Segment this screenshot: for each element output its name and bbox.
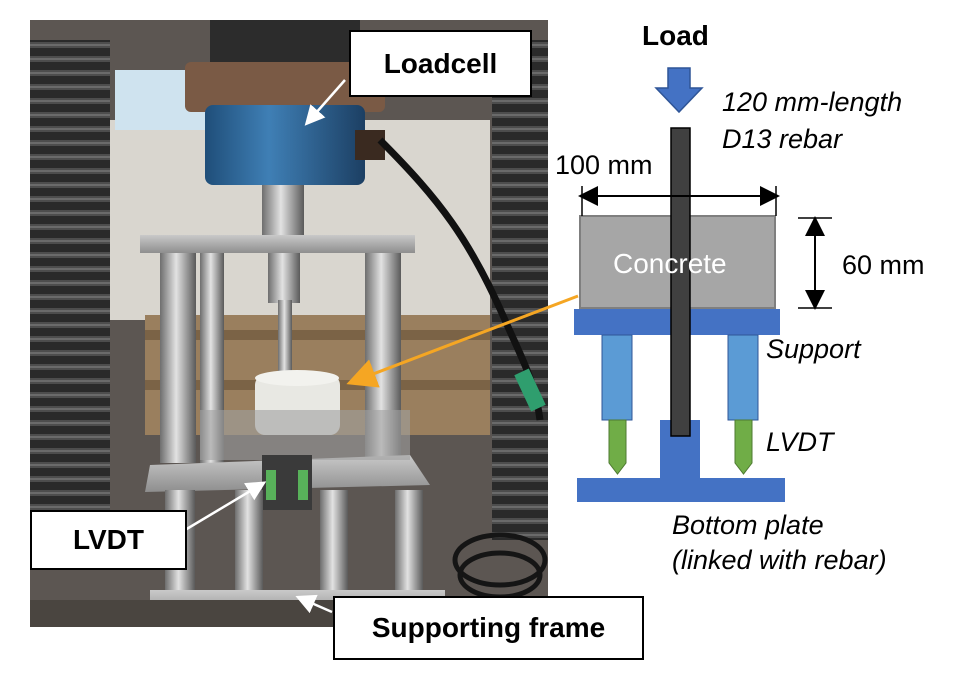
rebar-label-line2: D13 rebar <box>722 124 843 154</box>
lvdt-right <box>734 419 753 475</box>
photo-spring-right <box>492 40 548 540</box>
photo-spring-left <box>30 40 110 540</box>
schematic <box>574 67 832 502</box>
width-dimension-label: 100 mm <box>555 150 653 180</box>
supporting-frame-label: Supporting frame <box>371 612 606 643</box>
load-label: Load <box>642 20 709 51</box>
load-arrow-icon <box>654 67 704 114</box>
rebar-label-line1: 120 mm-length <box>722 87 903 117</box>
lvdt-photo-label: LVDT <box>72 524 145 555</box>
loadcell-callout: Loadcell <box>349 30 532 97</box>
support-label: Support <box>766 334 861 364</box>
supporting-frame-callout: Supporting frame <box>333 596 644 660</box>
loadcell-pointer <box>304 79 346 126</box>
rebar <box>670 127 691 437</box>
lvdt-callout: LVDT <box>30 510 187 570</box>
photo-pillar <box>160 253 196 463</box>
support-leg-left <box>601 334 633 421</box>
photo-top-plate <box>140 235 415 253</box>
lvdt-schematic-label: LVDT <box>766 427 834 457</box>
support-leg-right <box>727 334 759 421</box>
frame-pointer <box>295 594 333 614</box>
photo-loadcell <box>205 105 365 185</box>
lvdt-left <box>608 419 627 475</box>
concrete-pointer <box>346 294 579 388</box>
height-dimension-label: 60 mm <box>842 250 925 280</box>
bottom-plate <box>577 478 785 502</box>
loadcell-label: Loadcell <box>383 47 498 79</box>
bottom-plate-label-line2: (linked with rebar) <box>672 545 887 575</box>
photo-ring <box>185 62 385 112</box>
concrete-label: Concrete <box>613 248 727 279</box>
bottom-plate-label-line1: Bottom plate <box>672 510 824 540</box>
lvdt-pointer <box>184 481 267 532</box>
